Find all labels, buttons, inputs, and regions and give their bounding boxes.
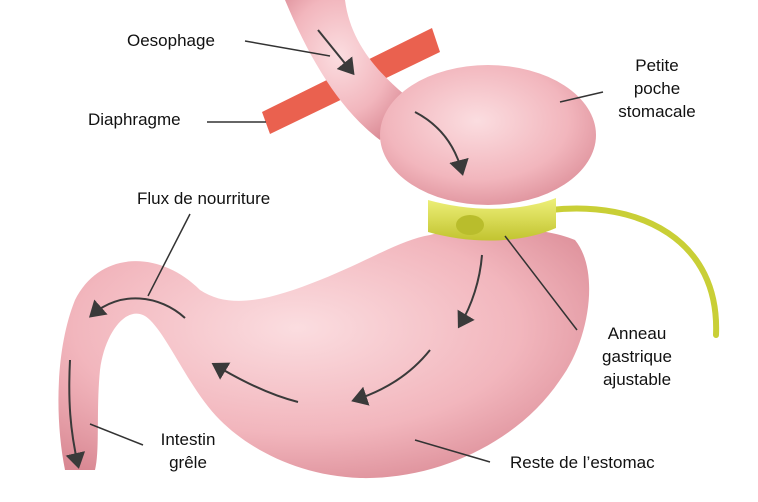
stomach-pouch: [380, 65, 596, 205]
leader-lines: [89, 40, 604, 463]
stomach-remainder: [58, 228, 590, 479]
label-line: ajustable: [602, 370, 672, 389]
gastric-band: [428, 198, 556, 241]
flow-arrows: [65, 29, 483, 469]
label-line: Anneau: [607, 324, 667, 343]
label-line: grêle: [169, 453, 207, 472]
label-line: Intestin: [160, 430, 216, 449]
label-line: gastrique: [602, 347, 672, 366]
label-reste: Reste de l’estomac: [510, 453, 655, 472]
label-diaphragme: Diaphragme: [88, 110, 181, 129]
label-anneau: Anneau gastrique ajustable: [592, 322, 682, 391]
label-flux: Flux de nourriture: [137, 189, 271, 208]
band-tube: [547, 205, 720, 338]
label-line: Petite: [635, 56, 679, 75]
label-intestin: Intestin grêle: [148, 428, 228, 474]
label-line: poche: [633, 79, 681, 98]
label-line: stomacale: [618, 102, 696, 121]
label-oesophage: Oesophage: [127, 31, 215, 50]
label-petite-poche: Petite poche stomacale: [612, 54, 702, 123]
